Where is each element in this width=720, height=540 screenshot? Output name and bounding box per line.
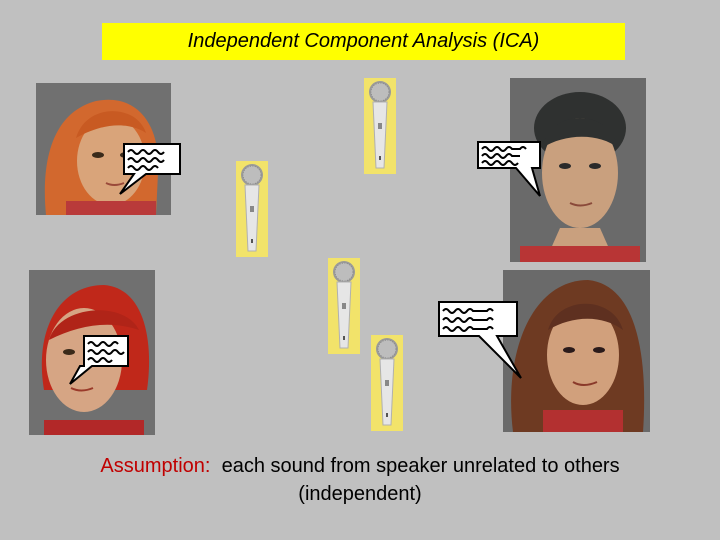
speech-bubble-top-left: [120, 140, 184, 198]
speaker-portrait-bottom-right: [503, 270, 650, 432]
speech-bubble-bottom-right: [435, 298, 525, 382]
speech-bubble-bottom-left: [70, 332, 132, 390]
speech-bubble-top-right: [474, 138, 544, 200]
assumption-text: each sound from speaker unrelated to oth…: [222, 455, 620, 477]
caption-line-1: Assumption: each sound from speaker unre…: [0, 452, 720, 480]
assumption-caption: Assumption: each sound from speaker unre…: [0, 452, 720, 508]
microphone-2: [236, 161, 268, 257]
title-banner: Independent Component Analysis (ICA): [102, 23, 625, 60]
microphone-1: [364, 78, 396, 174]
microphone-4: [371, 335, 403, 431]
microphone-3: [328, 258, 360, 354]
caption-line-2: (independent): [0, 480, 720, 508]
slide-title: Independent Component Analysis (ICA): [188, 30, 540, 53]
assumption-label: Assumption:: [100, 455, 210, 477]
